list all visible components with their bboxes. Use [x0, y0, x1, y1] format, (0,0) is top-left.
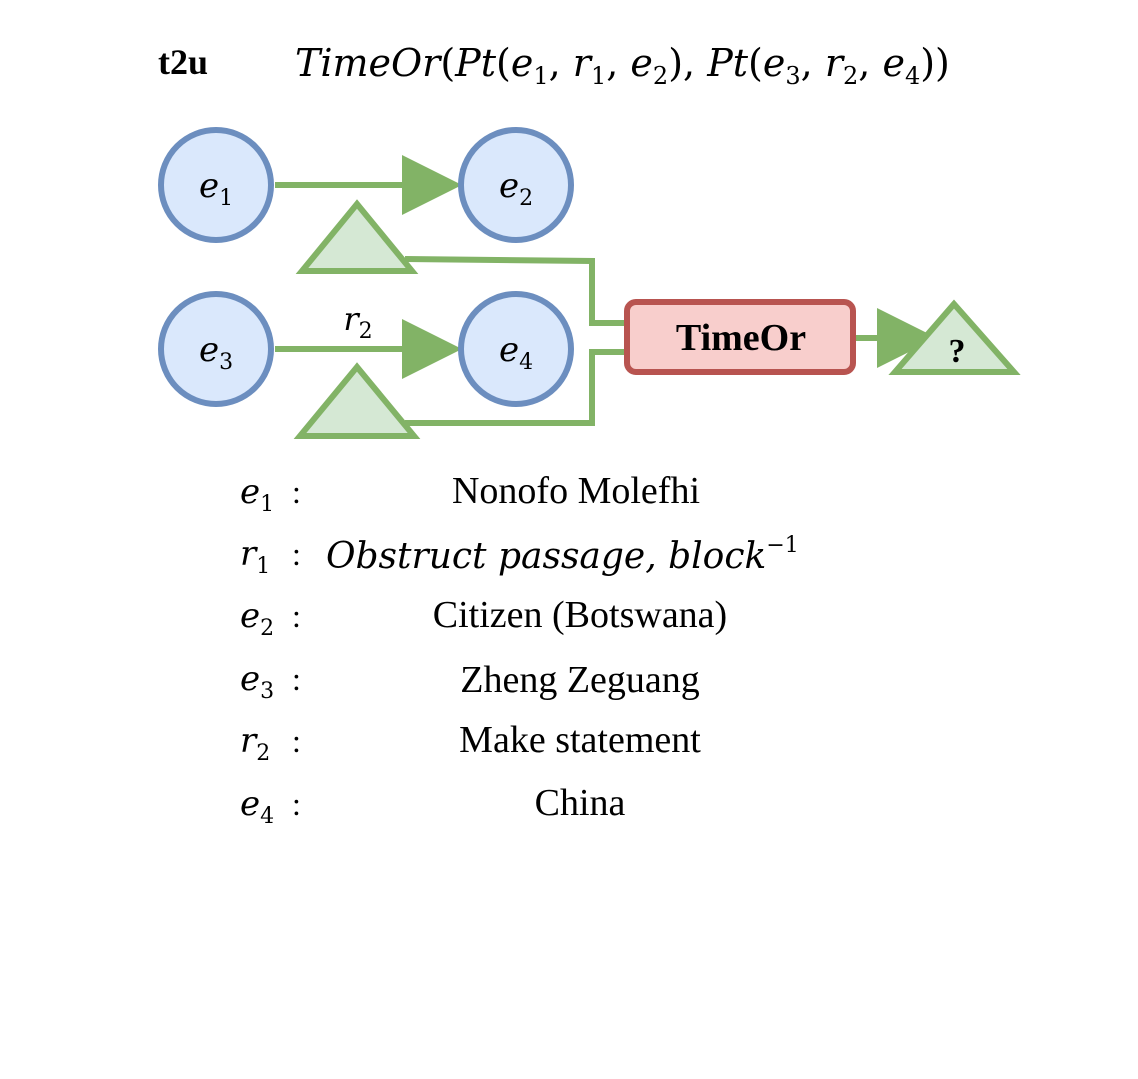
legend-separator: :: [292, 598, 301, 634]
legend-value-e4: China: [535, 782, 626, 824]
node-e4: [458, 291, 574, 407]
result-label: ?: [949, 333, 966, 370]
operator-box: [624, 299, 856, 375]
legend: e1 : Nonofo Molefhi r1 : Obstruct passag…: [240, 470, 799, 829]
legend-value-e1: Nonofo Molefhi: [452, 470, 700, 512]
legend-symbol-r2: r2: [240, 721, 270, 766]
legend-separator: :: [292, 786, 301, 822]
operator-label: TimeOr: [676, 317, 806, 359]
edge-label-r2: r2: [343, 300, 372, 344]
legend-separator: :: [292, 723, 301, 759]
node-e2-label: e2: [499, 166, 533, 211]
connector-bottom-to-operator: [405, 349, 627, 426]
node-e1-label: e1: [199, 166, 233, 211]
legend-symbol-e1: e1: [240, 472, 274, 517]
legend-symbol-e3: e3: [240, 659, 274, 704]
node-e3: [158, 291, 274, 407]
legend-symbol-e4: e4: [240, 784, 274, 829]
legend-separator: :: [292, 474, 301, 510]
legend-value-r2: Make statement: [459, 719, 701, 761]
query-formula: TimeOr(Pt(e1, r1, e2), Pt(e3, r2, e4)): [295, 41, 950, 90]
node-e2: [458, 127, 574, 243]
legend-separator: :: [292, 536, 301, 572]
projection-triangle-top: [295, 199, 419, 274]
legend-symbol-e2: e2: [240, 596, 274, 641]
legend-symbol-r1: r1: [240, 534, 270, 579]
legend-separator: :: [292, 661, 301, 697]
projection-triangle-bottom: [293, 362, 421, 439]
connector-top-to-operator: [404, 256, 627, 326]
node-e1: [158, 127, 274, 243]
node-e3-label: e3: [199, 330, 233, 375]
query-type-tag: t2u: [158, 42, 208, 82]
legend-value-e3: Zheng Zeguang: [460, 659, 700, 701]
result-triangle: [888, 299, 1021, 375]
node-e4-label: e4: [499, 330, 533, 375]
legend-value-r1: Obstruct passage, block−1: [326, 533, 799, 577]
legend-value-e2: Citizen (Botswana): [433, 594, 727, 636]
